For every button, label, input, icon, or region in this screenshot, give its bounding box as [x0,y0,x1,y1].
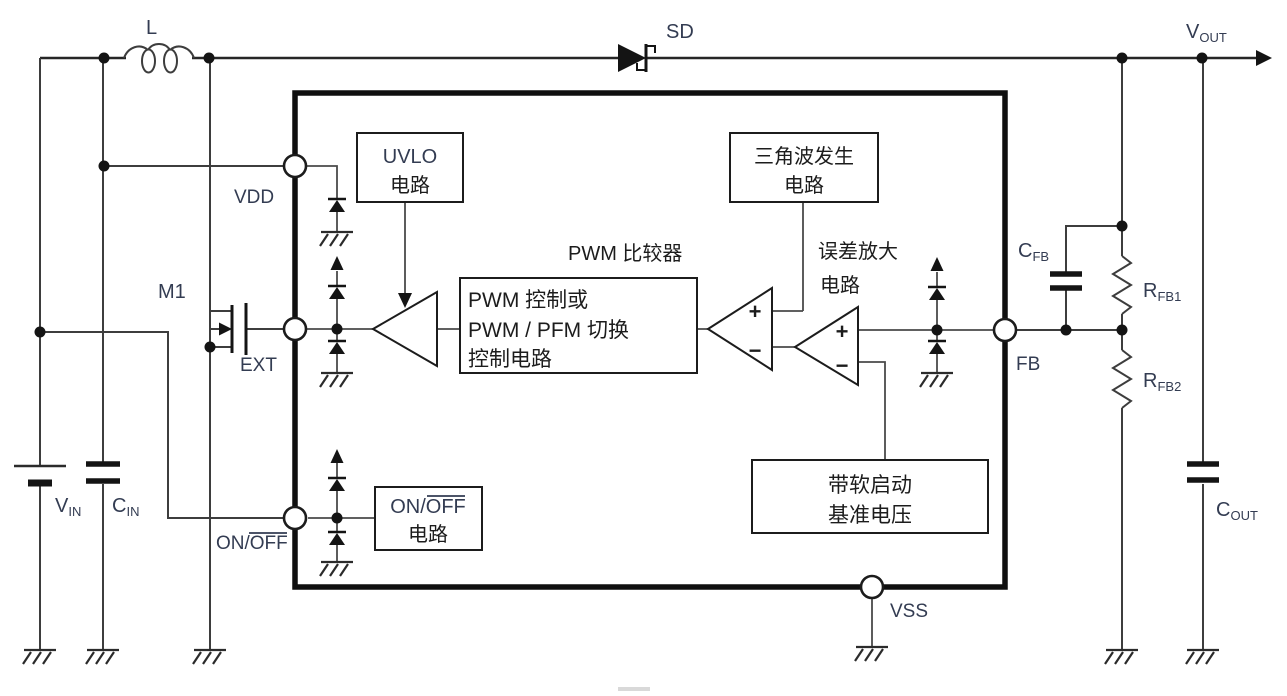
onoff-pin [282,505,308,531]
cout-capacitor-symbol [1187,461,1219,483]
vss-pin-label: VSS [890,601,928,622]
pwm-control-label3: 控制电路 [468,348,552,371]
rfb1-label-main: R [1143,280,1157,302]
cfb-branch-wire [1065,225,1122,330]
cin-capacitor-symbol [86,461,120,484]
vin-label-main: V [55,495,69,517]
uvlo-arrow-icon [398,293,412,308]
rfb2-resistor-symbol [1111,349,1133,409]
onoff-circuit-label1: ON/OFF [390,496,466,518]
rfb1-label: RFB1 [1143,280,1181,304]
pwm-control-label1: PWM 控制或 [468,289,588,312]
soft-start-reference-block: 带软启动 基准电压 [751,459,989,534]
rfb2-label-sub: FB2 [1157,379,1181,394]
rfb1-resistor-symbol [1111,255,1133,315]
vout-label-sub: OUT [1199,30,1227,45]
cin-label: CIN [112,495,139,519]
pwm-comparator-minus: − [749,338,762,363]
vout-label: VOUT [1186,21,1227,45]
cin-label-sub: IN [126,504,139,519]
soft-start-label2: 基准电压 [828,504,912,527]
vin-label-sub: IN [68,504,81,519]
cfb-label-sub: FB [1032,249,1049,264]
cfb-label-main: C [1018,240,1032,262]
vout-label-main: V [1186,21,1200,43]
uvlo-block-label2: 电路 [390,174,430,197]
junction-dots [34,52,1208,524]
onoff-circuit-off-text: OFF [426,496,466,518]
diode-label: SD [666,21,694,43]
pwm-control-label2: PWM / PFM 切换 [468,319,629,342]
cout-label: COUT [1216,499,1258,523]
fb-pin [992,317,1018,343]
mosfet-symbol [210,303,248,355]
vss-pin [859,574,885,600]
battery-symbol [14,464,66,487]
ext-pin-label: EXT [240,355,277,376]
cfb-capacitor-symbol [1050,271,1082,291]
rfb2-label-main: R [1143,370,1157,392]
fb-pin-label: FB [1016,354,1040,375]
cfb-label: CFB [1018,240,1049,264]
uvlo-block-label1: UVLO [383,146,437,168]
error-amp-plus: + [836,319,849,344]
cropped-caption-fragment [618,687,650,691]
cout-label-main: C [1216,499,1230,521]
soft-start-label1: 带软启动 [828,474,912,497]
onoff-circuit-block: ON/OFF 电路 [374,486,483,551]
error-amplifier-symbol: + − [793,305,859,387]
ext-pin [282,316,308,342]
inductor-label: L [146,17,157,39]
vin-label: VIN [55,495,81,519]
triangle-wave-block: 三角波发生 电路 [729,132,879,203]
pwm-comparator-symbol: + − [706,286,773,372]
pwm-control-block: PWM 控制或 PWM / PFM 切换 控制电路 [459,277,698,374]
pwm-comparator-caption: PWM 比较器 [568,242,682,265]
triangle-wave-label1: 三角波发生 [754,145,854,168]
vout-arrow-icon [1256,50,1272,66]
pwm-comparator-plus: + [749,299,762,324]
rfb1-label-sub: FB1 [1157,289,1181,304]
error-amp-minus: − [836,353,849,378]
error-amp-caption2: 电路 [820,274,860,297]
esd-clamp-vdd [326,197,348,214]
onoff-pin-off-text: OFF [250,533,288,554]
error-amp-caption1: 误差放大 [818,240,898,263]
onoff-tie-wire [40,331,285,519]
mosfet-label: M1 [158,281,186,303]
cin-label-main: C [112,495,126,517]
cout-label-sub: OUT [1230,508,1258,523]
driver-buffer-symbol [371,290,438,368]
onoff-circuit-on-text: ON/ [390,496,426,518]
uvlo-block: UVLO 电路 [356,132,464,203]
onoff-circuit-label2: 电路 [408,523,448,546]
onoff-pin-label: ON/OFF [216,533,288,554]
inductor-symbol [123,43,195,74]
onoff-pin-on-text: ON/ [216,533,251,554]
vdd-pin-label: VDD [234,187,274,208]
ic-pins [282,153,1018,600]
schottky-diode-symbol [618,44,656,72]
internal-wires [306,165,995,647]
triangle-wave-label2: 电路 [784,174,824,197]
vdd-pin [282,153,308,179]
rfb2-label: RFB2 [1143,370,1181,394]
